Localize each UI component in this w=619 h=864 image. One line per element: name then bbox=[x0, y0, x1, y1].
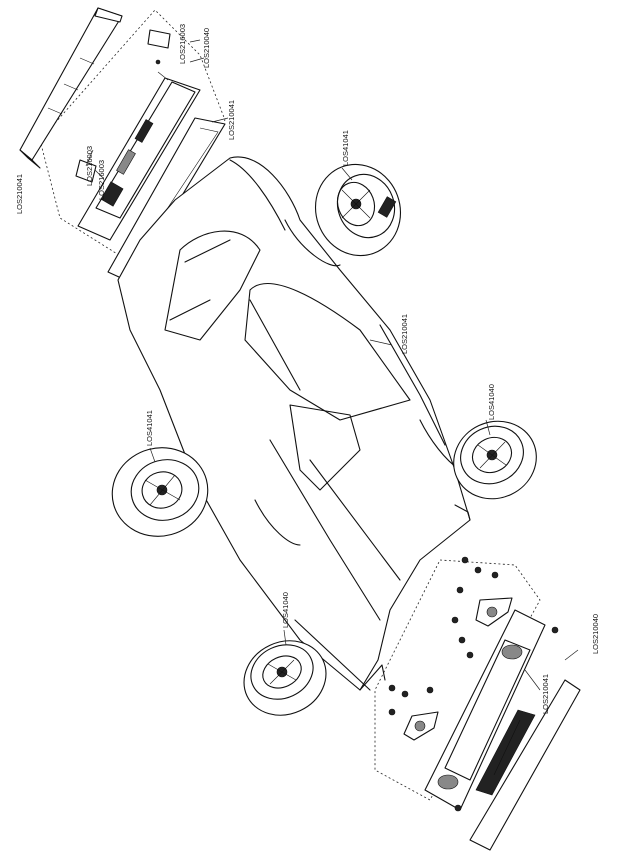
rear-wing-part bbox=[19, 7, 123, 169]
callout-front-bumper: LOS210041 bbox=[541, 674, 550, 714]
wheel-front-left bbox=[243, 640, 327, 716]
wheel-rear-left bbox=[111, 447, 209, 537]
callout-rear-mount-lower-b: LOS216003 bbox=[97, 160, 106, 200]
callout-rear-mount-lower-a: LOS216003 bbox=[85, 146, 94, 186]
callout-rear-mount-upper: LOS216003 bbox=[178, 24, 187, 64]
callout-front-wheel-right: LOS41040 bbox=[487, 384, 496, 420]
body-shell-part bbox=[117, 156, 471, 691]
front-parts-group bbox=[374, 556, 581, 851]
wheel-rear-right bbox=[314, 163, 402, 257]
callout-rear-wheel-right: LOS41041 bbox=[341, 130, 350, 166]
callout-spoiler-assembly: LOS210041 bbox=[15, 174, 24, 214]
rear-panel-part bbox=[75, 29, 201, 241]
callout-front-grille: LOS210040 bbox=[591, 614, 600, 654]
leader-lines bbox=[85, 39, 579, 691]
callout-rear-light-trim: LOS210041 bbox=[227, 100, 236, 140]
callout-labels: LOS210041 LOS210040 LOS216003 LOS210041 … bbox=[15, 24, 600, 714]
front-mount-hardware bbox=[388, 556, 513, 741]
callout-body-shell: LOS210041 bbox=[400, 314, 409, 354]
callout-rear-bracket: LOS210040 bbox=[202, 28, 211, 68]
front-grille-part bbox=[469, 679, 581, 851]
callout-rear-wheel-left: LOS41041 bbox=[145, 410, 154, 446]
wheel-front-right bbox=[453, 420, 537, 500]
callout-front-wheel-left: LOS41040 bbox=[281, 592, 290, 628]
rear-parts-group bbox=[19, 7, 226, 283]
